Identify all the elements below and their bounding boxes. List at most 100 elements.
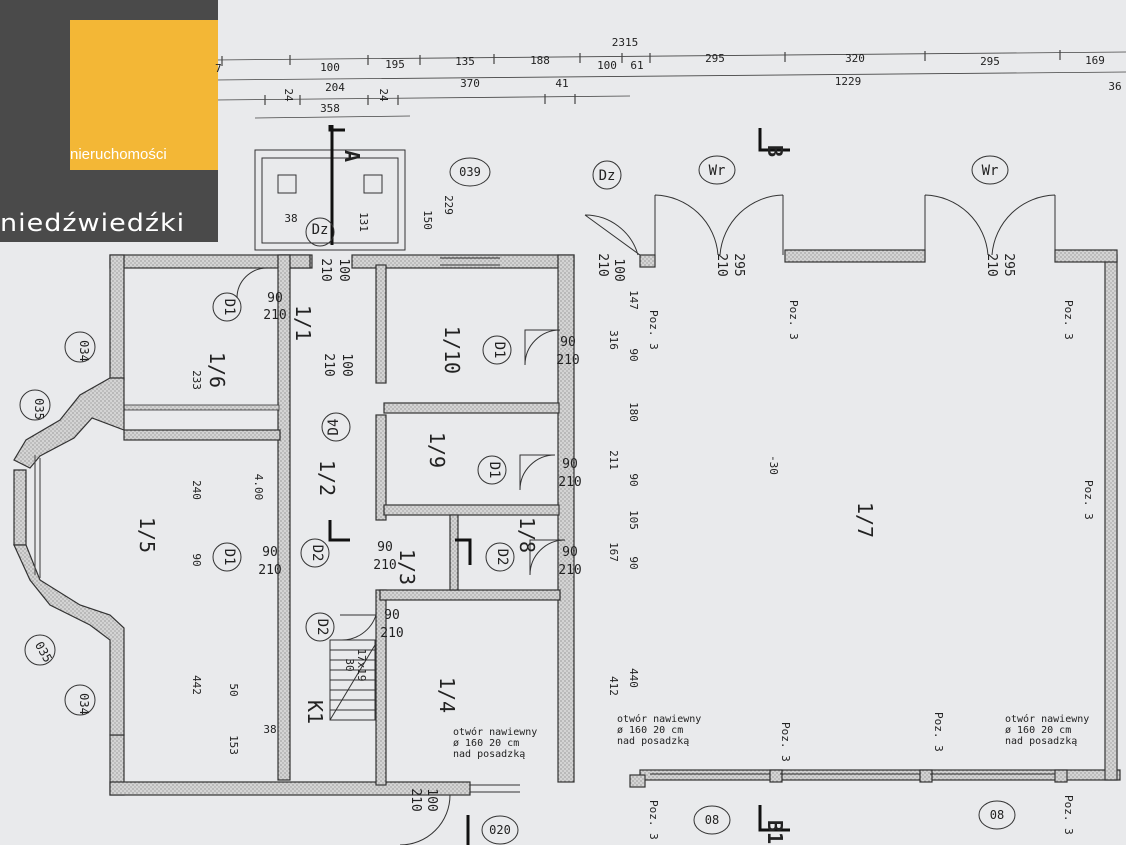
dim: 90 bbox=[627, 556, 640, 569]
dim: 100 bbox=[597, 59, 617, 72]
vent-notes: otwór nawiewny ø 160 20 cm nad posadzką … bbox=[453, 713, 1089, 760]
door-width: 90 bbox=[562, 545, 578, 560]
poz-label: Poz. 3 bbox=[779, 722, 792, 762]
door-height: 210 bbox=[263, 308, 286, 323]
door-height: 210 bbox=[556, 353, 579, 368]
dim: 150 bbox=[421, 210, 434, 230]
dim: 169 bbox=[1085, 54, 1105, 67]
windows bbox=[440, 257, 1055, 793]
vent-note-line: otwór nawiewny bbox=[453, 726, 537, 738]
door-tag: Wr bbox=[982, 163, 999, 179]
door-tag: D2 bbox=[309, 545, 325, 562]
door-width: 100 bbox=[611, 258, 626, 281]
dim: 167 bbox=[607, 542, 620, 562]
dim: 90 bbox=[627, 473, 640, 486]
dim: 50 bbox=[227, 683, 240, 696]
brand-subtitle: nieruchomości bbox=[70, 146, 167, 163]
dim: 41 bbox=[555, 77, 568, 90]
door-tag: D4 bbox=[326, 419, 342, 436]
section-labels: A B B1 bbox=[340, 145, 787, 844]
door-tags: D1 D1 D1 D1 D2 D2 D2 D4 Dz Dz Wr Wr bbox=[221, 163, 998, 635]
room-1-9: 1/9 bbox=[425, 432, 449, 468]
tag-circles bbox=[19, 155, 1016, 845]
vent-note-line: nad posadzką bbox=[617, 736, 689, 747]
door-height: 210 bbox=[558, 563, 581, 578]
dim: 180 bbox=[627, 402, 640, 422]
door-width: 90 bbox=[562, 457, 578, 472]
dim: 38 bbox=[263, 723, 276, 736]
door-tag: Wr bbox=[709, 163, 726, 179]
vent-note-line: ø 160 20 cm bbox=[617, 725, 683, 736]
dim: 135 bbox=[455, 55, 475, 68]
room-labels: 1/1 1/2 1/3 1/4 1/5 1/6 1/7 1/8 1/9 1/10… bbox=[135, 305, 877, 724]
door-tag: D1 bbox=[486, 462, 502, 479]
door-swings bbox=[236, 194, 1056, 845]
room-1-3: 1/3 bbox=[395, 549, 419, 585]
dim: 105 bbox=[627, 510, 640, 530]
dim: 320 bbox=[845, 52, 865, 65]
door-width: 100 bbox=[424, 788, 439, 811]
door-height: 210 bbox=[380, 626, 403, 641]
door-tag: D1 bbox=[491, 342, 507, 359]
vent-note-line: ø 160 20 cm bbox=[1005, 725, 1071, 736]
door-tag: D2 bbox=[314, 619, 330, 636]
tag-08: 08 bbox=[705, 813, 719, 827]
door-width: 295 bbox=[731, 253, 746, 276]
dim: 229 bbox=[442, 195, 455, 215]
room-1-4: 1/4 bbox=[435, 677, 459, 713]
room-1-10: 1/10 bbox=[440, 326, 464, 374]
section-b1: B1 bbox=[763, 820, 787, 844]
door-width: 90 bbox=[384, 608, 400, 623]
dim: 61 bbox=[630, 59, 643, 72]
dim: 17x19 bbox=[355, 648, 368, 681]
walls bbox=[109, 249, 1121, 796]
vent-note-line: otwór nawiewny bbox=[1005, 713, 1089, 725]
door-height: 210 bbox=[984, 253, 999, 276]
dim: 7 bbox=[215, 62, 222, 75]
vent-note-line: nad posadzką bbox=[1005, 736, 1077, 747]
dim: 90 bbox=[627, 348, 640, 361]
dim: 195 bbox=[385, 58, 405, 71]
dim: 358 bbox=[320, 102, 340, 115]
door-width: 90 bbox=[267, 291, 283, 306]
poz-label: Poz. 3 bbox=[1062, 300, 1075, 340]
tag-034: 034 bbox=[77, 340, 91, 362]
room-1-8: 1/8 bbox=[515, 517, 539, 553]
door-width: 295 bbox=[1001, 253, 1016, 276]
bay-window bbox=[13, 377, 125, 736]
level-mark: 4.00 bbox=[252, 474, 265, 501]
dim: 370 bbox=[460, 77, 480, 90]
dim: 316 bbox=[607, 330, 620, 350]
section-markers bbox=[328, 125, 790, 845]
dim: 440 bbox=[627, 668, 640, 688]
door-height: 210 bbox=[714, 253, 729, 276]
dim: 412 bbox=[607, 676, 620, 696]
dim: 24 bbox=[377, 88, 390, 102]
door-width: 100 bbox=[339, 353, 354, 376]
door-height: 210 bbox=[595, 253, 610, 276]
room-1-1: 1/1 bbox=[291, 305, 315, 341]
poz-label: Poz. 3 bbox=[647, 800, 660, 840]
door-width: 90 bbox=[377, 540, 393, 555]
door-width: 100 bbox=[336, 258, 351, 281]
dim: 211 bbox=[607, 450, 620, 470]
dim: 188 bbox=[530, 54, 550, 67]
dim: 295 bbox=[980, 55, 1000, 68]
door-tag: D1 bbox=[221, 299, 237, 316]
poz-label: Poz. 3 bbox=[787, 300, 800, 340]
dim: 131 bbox=[357, 212, 370, 232]
dim-total: 2315 bbox=[612, 36, 639, 49]
poz-label: Poz. 3 bbox=[647, 310, 660, 350]
section-a: A bbox=[340, 150, 364, 162]
dim: 442 bbox=[190, 675, 203, 695]
vertical-dimensions: 147 316 90 180 211 90 105 167 90 440 412… bbox=[190, 195, 780, 755]
dim: 30 bbox=[343, 658, 356, 671]
door-height: 210 bbox=[373, 558, 396, 573]
tag-020: 020 bbox=[489, 823, 511, 837]
dim: 1229 bbox=[835, 75, 862, 88]
dimension-labels: 2315 7 100 195 135 188 100 61 295 320 29… bbox=[215, 36, 1122, 115]
dimension-lines bbox=[214, 50, 1126, 119]
vent-note-line: ø 160 20 cm bbox=[453, 738, 519, 749]
dim: 240 bbox=[190, 480, 203, 500]
